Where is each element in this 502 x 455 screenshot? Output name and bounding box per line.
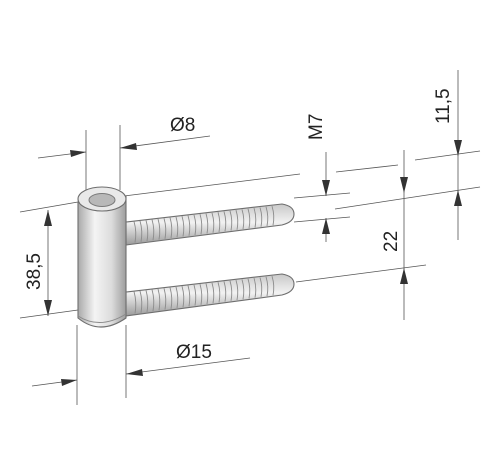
thread-ridge [139, 220, 143, 242]
thread-ridge [211, 212, 215, 233]
thread-ridge [169, 217, 173, 239]
thread-ridge [235, 280, 239, 301]
thread-ridge [133, 221, 137, 243]
dimension-m7: M7 [306, 114, 330, 242]
thread-ridge [151, 219, 155, 241]
dimension-label-ø15: Ø15 [176, 342, 212, 363]
thread-ridge [175, 286, 179, 309]
pin-hole [88, 193, 116, 207]
thread-ridge [157, 288, 161, 311]
thread-ridge [163, 288, 167, 310]
thread-ridge [229, 280, 233, 301]
thread-ridge [235, 210, 239, 230]
thread-ridge [175, 216, 179, 238]
thread-ridge [181, 286, 185, 308]
thread-ridge [145, 220, 149, 242]
thread-ridge [223, 281, 227, 302]
thread-ridge [241, 209, 245, 230]
thread-ridge [241, 279, 245, 300]
thread-ridge [163, 218, 167, 239]
dimension-label-38-5: 38,5 [24, 253, 45, 290]
thread-ridge [187, 285, 191, 307]
dimension-22: 22 [381, 177, 408, 284]
thread-ridge [217, 282, 221, 303]
thread-ridge [253, 278, 257, 298]
thread-ridge [265, 276, 269, 297]
thread-ridge [223, 211, 227, 232]
thread-ridge [157, 218, 161, 240]
thread-ridge [247, 208, 251, 229]
thread-ridge [145, 290, 149, 312]
dimension-ø15: Ø15 [31, 342, 251, 387]
thread-ridge [199, 284, 203, 305]
thread-ridge [187, 215, 191, 236]
dimension-label-22: 22 [381, 231, 402, 252]
upper-screw [125, 203, 295, 246]
thread-ridge [265, 206, 269, 227]
thread-ridge [253, 207, 257, 228]
thread-ridge [193, 214, 197, 236]
dimension-label-ø8: Ø8 [170, 115, 195, 136]
thread-ridge [181, 216, 185, 237]
thread-ridge [193, 284, 197, 306]
thread-ridge [151, 289, 155, 312]
thread-ridge [217, 212, 221, 233]
thread-ridge [259, 277, 263, 297]
thread-ridge [259, 207, 263, 227]
lower-screw [125, 273, 295, 317]
thread-ridge [139, 290, 143, 313]
thread-ridge [271, 205, 275, 226]
thread-ridge [205, 213, 209, 234]
dimension-ø8: Ø8 [37, 115, 211, 159]
thread-ridge [247, 278, 251, 299]
dimension-label-11-5: 11,5 [433, 88, 454, 124]
thread-ridge [205, 283, 209, 305]
dimension-38-5: 38,5 [24, 210, 52, 316]
thread-ridge [211, 282, 215, 304]
thread-ridge [133, 291, 137, 314]
thread-ridge [271, 275, 275, 296]
thread-ridge [229, 210, 233, 231]
thread-ridge [169, 287, 173, 309]
hinge-barrel [77, 186, 127, 328]
dimension-11-5: 11,5 [433, 70, 462, 206]
thread-ridge [199, 214, 203, 235]
dimension-label-m7: M7 [306, 114, 327, 140]
